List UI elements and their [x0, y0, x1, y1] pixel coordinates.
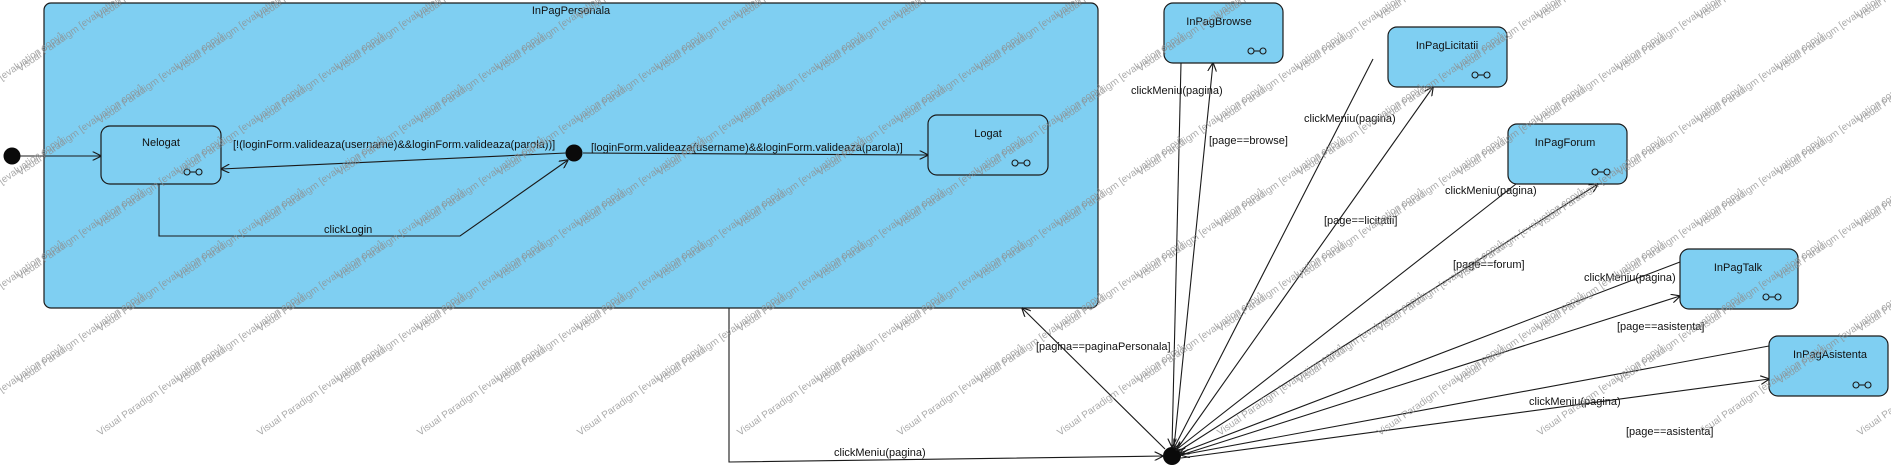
transition-junction-to-forum[interactable]: [1178, 184, 1598, 452]
watermark-text: Visual Paradigm [evaluation copy]: [415, 343, 545, 438]
watermark-text: Visual Paradigm [evaluation copy]: [0, 343, 65, 438]
watermark-text: Visual Paradigm [evaluation copy]: [1375, 343, 1505, 438]
state-label-logat: Logat: [974, 128, 1002, 140]
event-label-click-meniu-talk: clickMeniu(pagina): [1584, 272, 1676, 284]
guard-label-page-asistenta-talk: [page==asistenta]: [1617, 321, 1704, 333]
watermark-text: Visual Paradigm [evaluation copy]: [95, 343, 225, 438]
transition-choice-to-logat[interactable]: [582, 153, 928, 155]
transition-choice-to-nelogat[interactable]: [221, 152, 567, 169]
transition-licitatii-to-junction[interactable]: [1174, 58, 1374, 448]
watermark-text: Visual Paradigm [evaluation copy]: [735, 343, 865, 438]
state-inpagforum[interactable]: InPagForum: [1507, 123, 1628, 185]
guard-label-page-asistenta: [page==asistenta]: [1626, 426, 1713, 438]
junction-pseudostate[interactable]: [1163, 447, 1181, 465]
state-inpaglicitatii[interactable]: InPagLicitatii: [1387, 26, 1508, 88]
transition-junction-to-talk[interactable]: [1180, 296, 1680, 456]
transition-talk-to-junction[interactable]: [1180, 261, 1681, 453]
state-label-inpagtalk: InPagTalk: [1714, 262, 1763, 274]
guard-label-valid: [loginForm.valideaza(username)&&loginFor…: [591, 142, 903, 154]
state-logat[interactable]: Logat: [927, 114, 1049, 176]
state-inpagtalk[interactable]: InPagTalk: [1679, 248, 1799, 310]
event-label-click-meniu-asistenta: clickMeniu(pagina): [1529, 396, 1621, 408]
watermark-text: Visual Paradigm [evaluation copy]: [575, 343, 705, 438]
transition-junction-to-browse[interactable]: [1173, 63, 1213, 448]
event-label-click-meniu-licitatii: clickMeniu(pagina): [1304, 113, 1396, 125]
watermark-text: Visual Paradigm [evaluation copy]: [1535, 343, 1665, 438]
state-label-inpagbrowse: InPagBrowse: [1186, 16, 1251, 28]
state-inpagasistenta[interactable]: InPagAsistenta: [1768, 335, 1889, 397]
state-label-nelogat: Nelogat: [142, 137, 180, 149]
guard-label-page-licitatii: [page==licitatii]: [1324, 215, 1397, 227]
transition-junction-to-composite[interactable]: [1022, 308, 1166, 450]
transition-junction-to-asistenta[interactable]: [1180, 379, 1769, 459]
event-label-click-login: clickLogin: [324, 224, 372, 236]
transition-browse-to-junction[interactable]: [1172, 62, 1182, 447]
composite-state-label: InPagPersonala: [532, 5, 611, 17]
watermark-text: Visual Paradigm [evaluation copy]: [895, 343, 1025, 438]
transition-composite-to-junction[interactable]: [728, 308, 1163, 463]
transition-forum-to-junction[interactable]: [1176, 183, 1517, 450]
choice-pseudostate[interactable]: [565, 144, 583, 162]
state-label-inpagforum: InPagForum: [1535, 137, 1596, 149]
state-label-inpaglicitatii: InPagLicitatii: [1416, 40, 1478, 52]
state-inpagbrowse[interactable]: InPagBrowse: [1163, 2, 1284, 64]
transition-nelogat-to-choice[interactable]: [158, 160, 568, 237]
guard-label-page-forum: [page==forum]: [1453, 259, 1525, 271]
watermark-text: Visual Paradigm [evaluation copy]: [1215, 343, 1345, 438]
event-label-click-meniu-browse: clickMeniu(pagina): [1131, 85, 1223, 97]
watermark-text: Visual Paradigm [evaluation copy]: [255, 343, 385, 438]
state-label-inpagasistenta: InPagAsistenta: [1793, 349, 1868, 361]
guard-label-pagina-personala: [pagina==paginaPersonala]: [1036, 341, 1171, 353]
transition-junction-to-licitatii[interactable]: [1176, 87, 1433, 450]
event-label-click-meniu-bottom: clickMeniu(pagina): [834, 447, 926, 459]
transition-asistenta-to-junction[interactable]: [1181, 345, 1770, 455]
event-label-click-meniu-forum: clickMeniu(pagina): [1445, 185, 1537, 197]
watermark-text: Visual Paradigm [evaluation copy]: [1055, 343, 1185, 438]
watermark-text: Visual Paradigm [evaluation copy]: [1615, 0, 1745, 74]
guard-label-page-browse: [page==browse]: [1209, 135, 1288, 147]
initial-pseudostate[interactable]: [3, 147, 21, 165]
guard-label-not-valid: [!(loginForm.valideaza(username)&&loginF…: [233, 139, 555, 151]
